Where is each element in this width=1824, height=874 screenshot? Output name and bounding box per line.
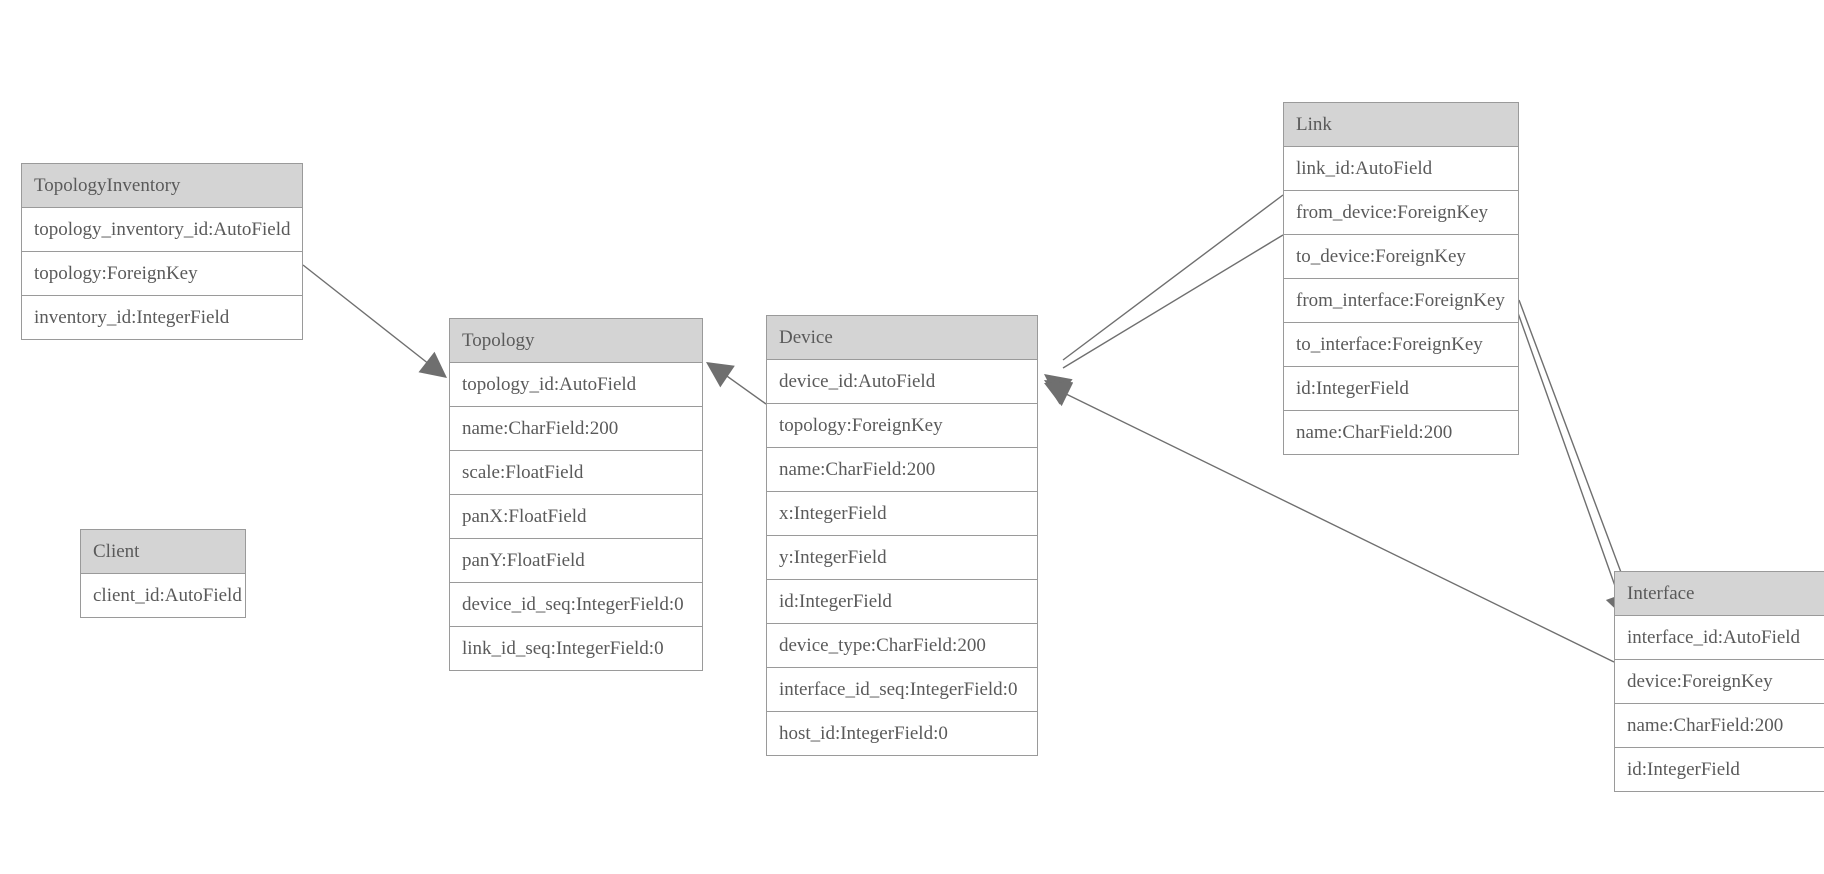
relationship-arrowhead <box>1044 380 1073 405</box>
entity-field: scale:FloatField <box>450 451 702 495</box>
entity-field: inventory_id:IntegerField <box>22 296 302 339</box>
entity-title: Device <box>767 316 1037 360</box>
entity-field: name:CharField:200 <box>450 407 702 451</box>
relationship-line <box>1506 281 1621 601</box>
entity-field: x:IntegerField <box>767 492 1037 536</box>
entity-field: from_interface:ForeignKey <box>1284 279 1518 323</box>
relationship-edge <box>1044 194 1284 401</box>
relationship-line <box>1062 234 1284 369</box>
entity-field: interface_id_seq:IntegerField:0 <box>767 668 1037 712</box>
entity-title: Topology <box>450 319 702 363</box>
relationship-arrowhead <box>706 362 735 388</box>
entity-field: host_id:IntegerField:0 <box>767 712 1037 755</box>
entity-field: link_id:AutoField <box>1284 147 1518 191</box>
entity-field: link_id_seq:IntegerField:0 <box>450 627 702 670</box>
entity-field: id:IntegerField <box>1284 367 1518 411</box>
relationship-edge <box>1044 234 1284 405</box>
entity-field: id:IntegerField <box>767 580 1037 624</box>
entity-field: to_interface:ForeignKey <box>1284 323 1518 367</box>
entity-title: Interface <box>1615 572 1824 616</box>
relationship-line <box>723 373 767 405</box>
entity-title: Client <box>81 530 245 574</box>
entity-field: from_device:ForeignKey <box>1284 191 1518 235</box>
entity-field: device_type:CharField:200 <box>767 624 1037 668</box>
relationship-arrowhead <box>1044 382 1074 407</box>
entity-field: topology_id:AutoField <box>450 363 702 407</box>
entity-field: device_id_seq:IntegerField:0 <box>450 583 702 627</box>
entity-field: topology:ForeignKey <box>767 404 1037 448</box>
entity-field: name:CharField:200 <box>767 448 1037 492</box>
relationship-edge <box>302 264 447 378</box>
entity-field: to_device:ForeignKey <box>1284 235 1518 279</box>
entity-field: device:ForeignKey <box>1615 660 1824 704</box>
relationship-edge <box>706 362 767 405</box>
entity-field: y:IntegerField <box>767 536 1037 580</box>
entity-field: panX:FloatField <box>450 495 702 539</box>
entity-title: Link <box>1284 103 1518 147</box>
entity-field: name:CharField:200 <box>1615 704 1824 748</box>
relationship-arrowhead <box>1044 374 1073 401</box>
relationship-line <box>1062 194 1284 361</box>
entity-field: panY:FloatField <box>450 539 702 583</box>
entity-field: interface_id:AutoField <box>1615 616 1824 660</box>
entity-field: client_id:AutoField <box>81 574 245 617</box>
entity-field: device_id:AutoField <box>767 360 1037 404</box>
entity-field: id:IntegerField <box>1615 748 1824 791</box>
relationship-line <box>1518 299 1632 600</box>
entity-title: TopologyInventory <box>22 164 302 208</box>
relationship-line <box>302 264 435 369</box>
entity-field: topology_inventory_id:AutoField <box>22 208 302 252</box>
entity-field: name:CharField:200 <box>1284 411 1518 454</box>
entity-field: topology:ForeignKey <box>22 252 302 296</box>
